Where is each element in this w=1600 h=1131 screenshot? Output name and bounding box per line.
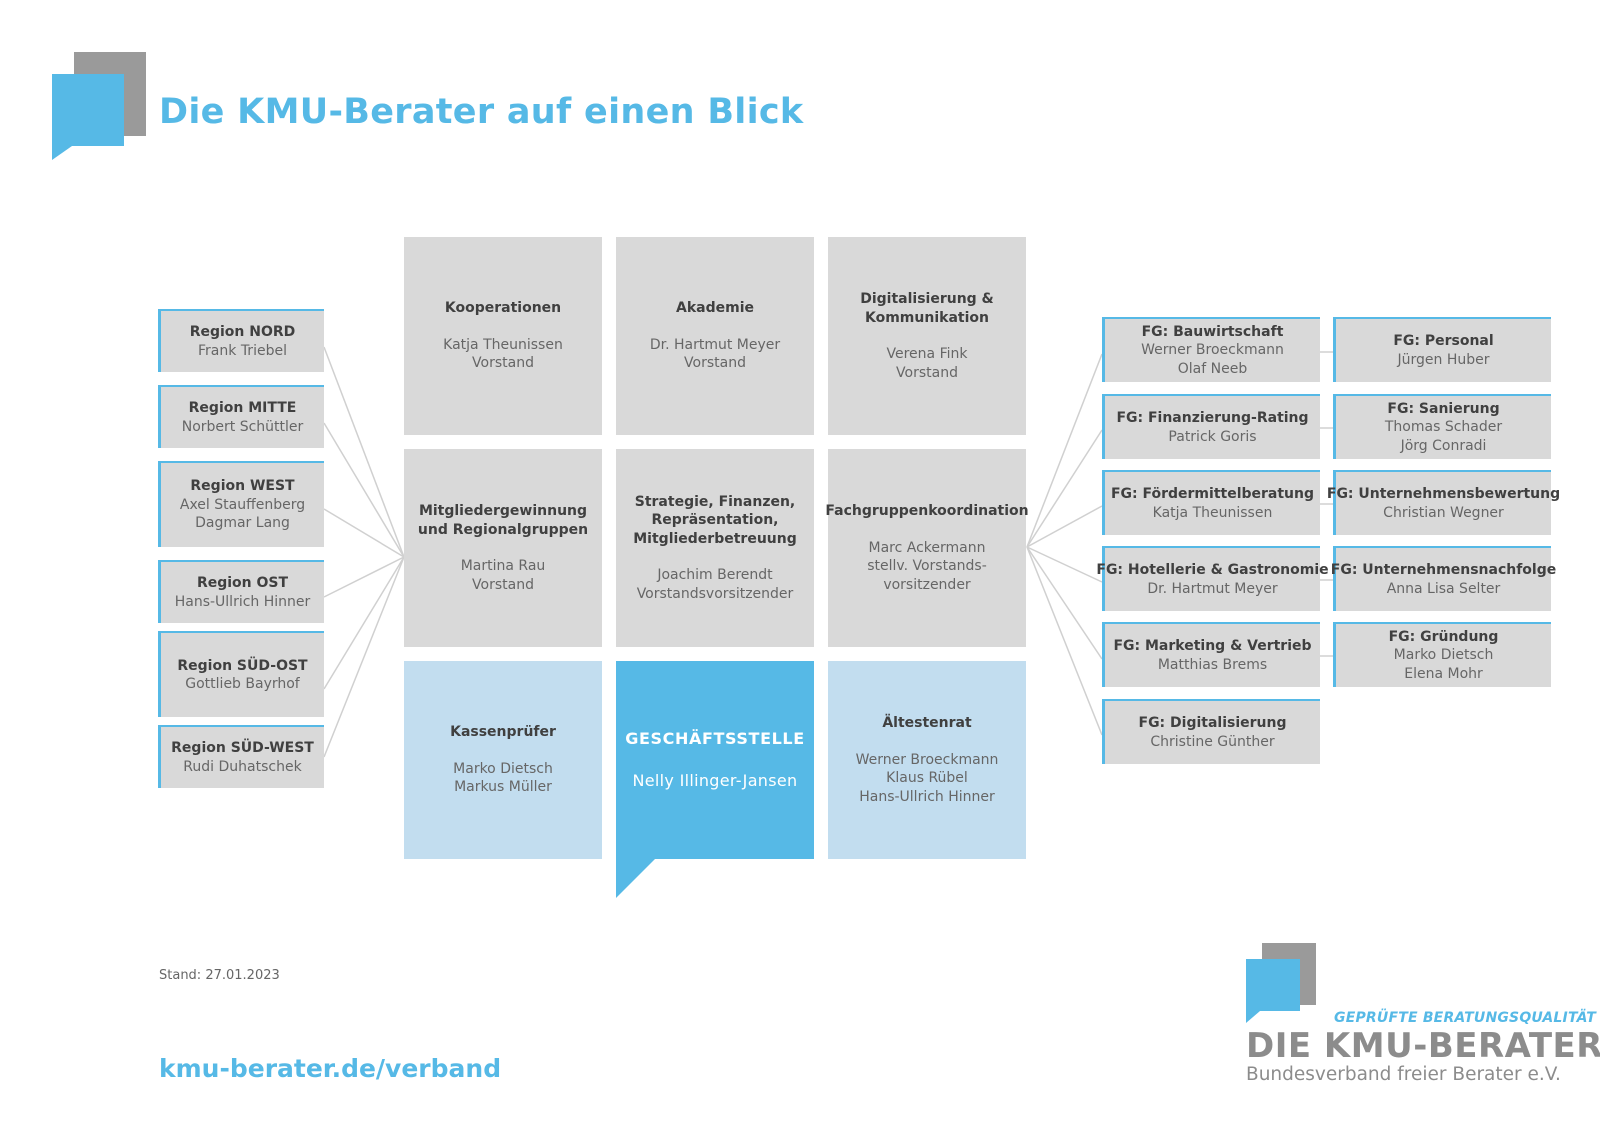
box-heading: FG: Fördermittelberatung (1110, 486, 1315, 502)
box-heading: FG: Gründung (1388, 628, 1499, 645)
box-body: Werner Broeckmann Olaf Neeb (1141, 342, 1284, 377)
fg-box-sanierung: FG: Sanierung Thomas Schader Jörg Conrad… (1333, 394, 1551, 459)
cell-body: Martina Rau Vorstand (460, 558, 546, 593)
cell-heading: Mitgliedergewinnung und Regionalgruppen (417, 503, 589, 538)
stand-date: Stand: 27.01.2023 (159, 968, 280, 983)
cell-mitgliedergewinnung: Mitgliedergewinnung und Regionalgruppen … (404, 449, 602, 647)
cell-body: Joachim Berendt Vorstandsvorsitzender (636, 567, 794, 602)
fg-box-foerdermittelberatung: FG: Fördermittelberatung Katja Theunisse… (1102, 470, 1320, 535)
box-body: Anna Lisa Selter (1386, 580, 1501, 597)
box-body: Thomas Schader Jörg Conradi (1384, 419, 1503, 454)
box-heading: FG: Marketing & Vertrieb (1113, 638, 1312, 654)
cell-heading: Kooperationen (444, 300, 562, 317)
fg-box-bauwirtschaft: FG: Bauwirtschaft Werner Broeckmann Olaf… (1102, 317, 1320, 382)
region-box-sued-west: Region SÜD-WEST Rudi Duhatschek (158, 725, 324, 788)
cell-aeltestenrat: Ältestenrat Werner Broeckmann Klaus Rübe… (828, 661, 1026, 859)
region-box-nord: Region NORD Frank Triebel (158, 309, 324, 372)
cell-geschaeftsstelle: GESCHÄFTSSTELLE Nelly Illinger-Jansen (616, 661, 814, 859)
box-body: Christine Günther (1150, 733, 1275, 750)
box-body: Rudi Duhatschek (183, 758, 302, 775)
logo-tagline: GEPRÜFTE BERATUNGSQUALITÄT (1334, 1010, 1597, 1026)
fg-box-hotellerie-gastronomie: FG: Hotellerie & Gastronomie Dr. Hartmut… (1096, 546, 1329, 611)
cell-body: Nelly Illinger-Jansen (632, 771, 798, 790)
fg-box-unternehmensbewertung: FG: Unternehmensbewertung Christian Wegn… (1327, 470, 1560, 535)
box-heading: Region MITTE (188, 400, 297, 416)
box-heading: Region OST (196, 575, 289, 591)
box-body: Dr. Hartmut Meyer (1147, 580, 1278, 597)
box-body: Patrick Goris (1168, 428, 1257, 445)
box-body: Axel Stauffenberg Dagmar Lang (179, 496, 306, 532)
cell-strategie-finanzen: Strategie, Finanzen, Repräsentation, Mit… (616, 449, 814, 647)
cell-akademie: Akademie Dr. Hartmut Meyer Vorstand (616, 237, 814, 435)
cell-body: Marko Dietsch Markus Müller (453, 760, 553, 796)
cell-body: Katja Theunissen Vorstand (443, 336, 563, 372)
box-heading: FG: Personal (1393, 333, 1494, 349)
box-body: Matthias Brems (1157, 656, 1268, 673)
region-box-mitte: Region MITTE Norbert Schüttler (158, 385, 324, 448)
cell-heading: Fachgruppenkoordination (825, 503, 1029, 519)
speech-bubble-logo-icon (52, 52, 146, 160)
region-box-ost: Region OST Hans-Ullrich Hinner (158, 560, 324, 623)
box-heading: FG: Unternehmensnachfolge (1330, 562, 1557, 578)
cell-heading: GESCHÄFTSSTELLE (625, 728, 805, 748)
logo-subtitle: Bundesverband freier Berater e.V. (1246, 1064, 1561, 1085)
region-box-sued-ost: Region SÜD-OST Gottlieb Bayrhof (158, 631, 324, 717)
box-body: Katja Theunissen (1152, 504, 1273, 521)
box-heading: FG: Sanierung (1387, 400, 1500, 417)
box-body: Frank Triebel (198, 342, 287, 359)
logo-name: DIE KMU-BERATER (1246, 1026, 1600, 1066)
cell-kooperationen: Kooperationen Katja Theunissen Vorstand (404, 237, 602, 435)
fg-box-gruendung: FG: Gründung Marko Dietsch Elena Mohr (1333, 622, 1551, 687)
box-heading: Region SÜD-OST (177, 657, 308, 674)
box-heading: Region SÜD-WEST (171, 740, 314, 756)
box-heading: FG: Finanzierung-Rating (1116, 410, 1309, 426)
fg-box-personal: FG: Personal Jürgen Huber (1333, 317, 1551, 382)
website-url: kmu-berater.de/verband (159, 1054, 502, 1083)
cell-heading: Strategie, Finanzen, Repräsentation, Mit… (633, 493, 797, 547)
box-body: Marko Dietsch Elena Mohr (1393, 647, 1494, 682)
cell-heading: Akademie (676, 300, 754, 317)
cell-kassenpruefer: Kassenprüfer Marko Dietsch Markus Müller (404, 661, 602, 859)
cell-heading: Kassenprüfer (450, 724, 556, 741)
cell-heading: Digitalisierung & Kommunikation (860, 291, 994, 326)
region-box-west: Region WEST Axel Stauffenberg Dagmar Lan… (158, 461, 324, 547)
speech-bubble-tail-icon (616, 858, 656, 898)
fg-box-marketing-vertrieb: FG: Marketing & Vertrieb Matthias Brems (1102, 622, 1320, 687)
box-body: Hans-Ullrich Hinner (174, 593, 311, 610)
box-body: Christian Wegner (1383, 504, 1504, 521)
box-heading: FG: Hotellerie & Gastronomie (1096, 562, 1329, 578)
fg-box-unternehmensnachfolge: FG: Unternehmensnachfolge Anna Lisa Selt… (1331, 546, 1556, 611)
cell-body: Marc Ackermann stellv. Vorstands- vorsit… (867, 539, 987, 593)
box-heading: Region WEST (190, 478, 295, 495)
cell-body: Werner Broeckmann Klaus Rübel Hans-Ullri… (855, 751, 999, 805)
cell-body: Dr. Hartmut Meyer Vorstand (649, 336, 781, 372)
brand-logo-icon (1246, 943, 1316, 1023)
fg-box-finanzierung-rating: FG: Finanzierung-Rating Patrick Goris (1102, 394, 1320, 459)
box-body: Gottlieb Bayrhof (185, 676, 300, 692)
cell-fachgruppenkoordination: Fachgruppenkoordination Marc Ackermann s… (825, 449, 1029, 647)
cell-body: Verena Fink Vorstand (886, 346, 968, 381)
page-title: Die KMU-Berater auf einen Blick (159, 92, 804, 132)
cell-digitalisierung-kommunikation: Digitalisierung & Kommunikation Verena F… (828, 237, 1026, 435)
box-body: Jürgen Huber (1397, 351, 1490, 368)
box-heading: FG: Unternehmensbewertung (1326, 486, 1561, 502)
box-body: Norbert Schüttler (181, 418, 304, 435)
box-heading: Region NORD (189, 324, 296, 340)
fg-box-digitalisierung: FG: Digitalisierung Christine Günther (1102, 699, 1320, 764)
box-heading: FG: Bauwirtschaft (1141, 323, 1284, 340)
cell-heading: Ältestenrat (882, 715, 972, 731)
box-heading: FG: Digitalisierung (1138, 715, 1287, 731)
